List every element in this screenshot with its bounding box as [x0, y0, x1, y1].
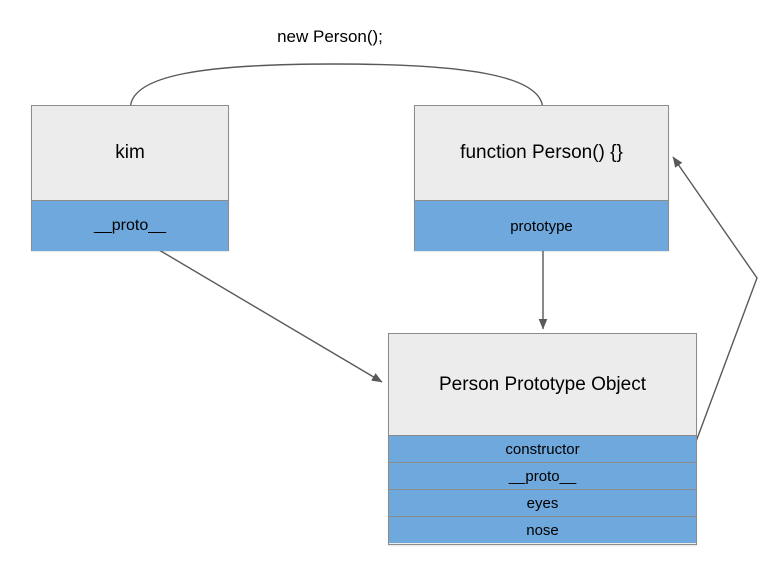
node-person-prototype-row-nose[interactable]: nose	[389, 516, 696, 543]
node-person-prototype-row-constructor[interactable]: constructor	[389, 435, 696, 462]
edge-new-person-arc	[129, 63, 544, 107]
edge-kim-proto-to-prototype-object	[126, 230, 383, 383]
node-person-function-row-prototype[interactable]: prototype	[415, 200, 668, 251]
node-person-function-title: function Person() {}	[415, 106, 668, 200]
node-person-prototype[interactable]: Person Prototype Object constructor __pr…	[388, 333, 697, 545]
node-person-function[interactable]: function Person() {} prototype	[414, 105, 669, 251]
node-kim[interactable]: kim __proto__	[31, 105, 229, 251]
node-kim-row-proto[interactable]: __proto__	[32, 200, 228, 251]
diagram-caption-new-person: new Person();	[277, 27, 383, 46]
node-person-prototype-title: Person Prototype Object	[389, 334, 696, 435]
node-person-prototype-row-proto[interactable]: __proto__	[389, 462, 696, 489]
node-kim-title: kim	[32, 106, 228, 200]
node-person-prototype-row-eyes[interactable]: eyes	[389, 489, 696, 516]
